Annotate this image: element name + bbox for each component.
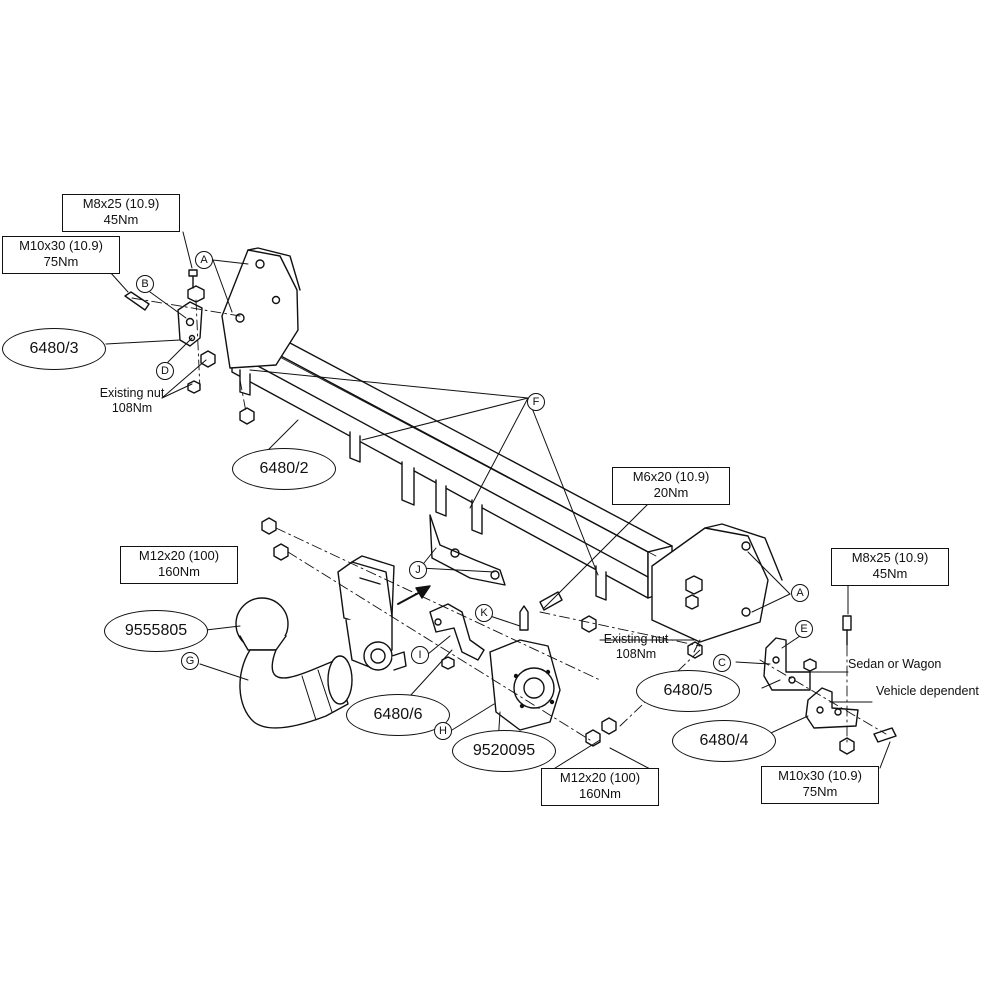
callout-spec: M10x30 (10.9) bbox=[778, 768, 862, 783]
letter-a-right: A bbox=[791, 584, 809, 602]
callout-spec: M12x20 (100) bbox=[138, 548, 220, 563]
part-number-right-bracket-5: 6480/5 bbox=[636, 670, 740, 712]
part-number-right-bracket-4: 6480/4 bbox=[672, 720, 776, 762]
callout-m6x20: M6x20 (10.9) 20Nm bbox=[612, 467, 730, 505]
callout-m12x20-right: M12x20 (100) 160Nm bbox=[541, 768, 659, 806]
note-torque: 108Nm bbox=[615, 647, 657, 661]
note-text: Existing nut bbox=[603, 632, 669, 646]
socket-bracket bbox=[429, 603, 485, 670]
note-existing-nut-left: Existing nut 108Nm bbox=[84, 386, 180, 416]
insert-arrow bbox=[397, 585, 431, 605]
callout-torque: 160Nm bbox=[579, 786, 621, 801]
callout-spec: M8x25 (10.9) bbox=[851, 550, 929, 565]
crossbar-tabs bbox=[239, 369, 607, 601]
callout-spec: M6x20 (10.9) bbox=[632, 469, 710, 484]
callout-torque: 160Nm bbox=[158, 564, 200, 579]
callout-spec: M10x30 (10.9) bbox=[19, 238, 103, 253]
part-number-left-bracket: 6480/3 bbox=[2, 328, 106, 370]
part-number-ball: 9555805 bbox=[104, 610, 208, 652]
tow-ball bbox=[235, 597, 353, 729]
callout-torque: 20Nm bbox=[653, 485, 689, 500]
detachable-mechanism bbox=[337, 555, 407, 671]
letter-g: G bbox=[181, 652, 199, 670]
note-torque: 108Nm bbox=[111, 401, 153, 415]
note-vehicle-dependent: Vehicle dependent bbox=[876, 684, 979, 698]
letter-k: K bbox=[475, 604, 493, 622]
callout-torque: 75Nm bbox=[43, 254, 79, 269]
letter-h: H bbox=[434, 722, 452, 740]
callout-torque: 45Nm bbox=[872, 566, 908, 581]
part-number-crossbar: 6480/2 bbox=[232, 448, 336, 490]
letter-i: I bbox=[411, 646, 429, 664]
part-number-socket-bracket: 6480/6 bbox=[346, 694, 450, 736]
callout-m12x20-left: M12x20 (100) 160Nm bbox=[120, 546, 238, 584]
callout-m10x30-right: M10x30 (10.9) 75Nm bbox=[761, 766, 879, 804]
callout-torque: 45Nm bbox=[103, 212, 139, 227]
letter-f: F bbox=[527, 393, 545, 411]
note-existing-nut-right: Existing nut 108Nm bbox=[588, 632, 684, 662]
callout-torque: 75Nm bbox=[802, 784, 838, 799]
letter-b: B bbox=[136, 275, 154, 293]
letter-e: E bbox=[795, 620, 813, 638]
callout-spec: M12x20 (100) bbox=[559, 770, 641, 785]
letter-a-left: A bbox=[195, 251, 213, 269]
leader-lines bbox=[105, 231, 891, 771]
callout-m8x25-left: M8x25 (10.9) 45Nm bbox=[62, 194, 180, 232]
letter-d: D bbox=[156, 362, 174, 380]
letter-c: C bbox=[713, 654, 731, 672]
callout-m8x25-right: M8x25 (10.9) 45Nm bbox=[831, 548, 949, 586]
right-small-brackets bbox=[763, 615, 897, 755]
callout-spec: M8x25 (10.9) bbox=[82, 196, 160, 211]
note-text: Existing nut bbox=[99, 386, 165, 400]
socket-plate bbox=[489, 591, 563, 731]
right-side-plate bbox=[581, 523, 783, 659]
part-number-socket-plate: 9520095 bbox=[452, 730, 556, 772]
callout-m10x30-left: M10x30 (10.9) 75Nm bbox=[2, 236, 120, 274]
letter-j: J bbox=[409, 561, 427, 579]
left-side-plate bbox=[221, 247, 301, 369]
note-sedan-or-wagon: Sedan or Wagon bbox=[848, 657, 942, 671]
